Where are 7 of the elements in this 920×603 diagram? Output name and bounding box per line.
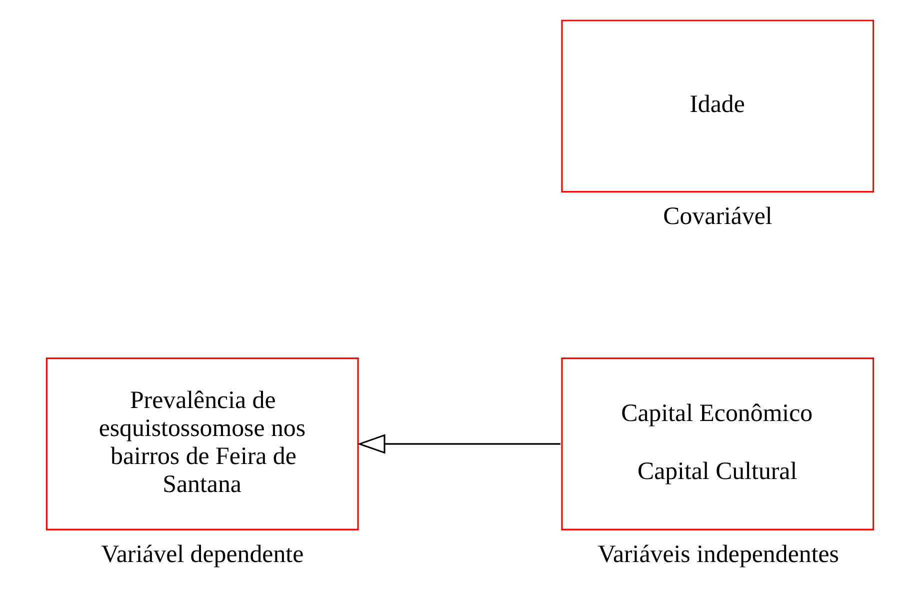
node-label: Variável dependente bbox=[101, 540, 304, 568]
node-box: Idade bbox=[561, 20, 874, 193]
arrow bbox=[357, 434, 560, 454]
node-label: Covariável bbox=[663, 203, 772, 230]
node-box: Prevalência de esquistossomose nos bairros de Feira de Santana bbox=[46, 358, 359, 530]
node-box: Capital Econômico Capital Cultural bbox=[561, 358, 874, 530]
node-label: Variáveis independentes bbox=[598, 540, 839, 568]
